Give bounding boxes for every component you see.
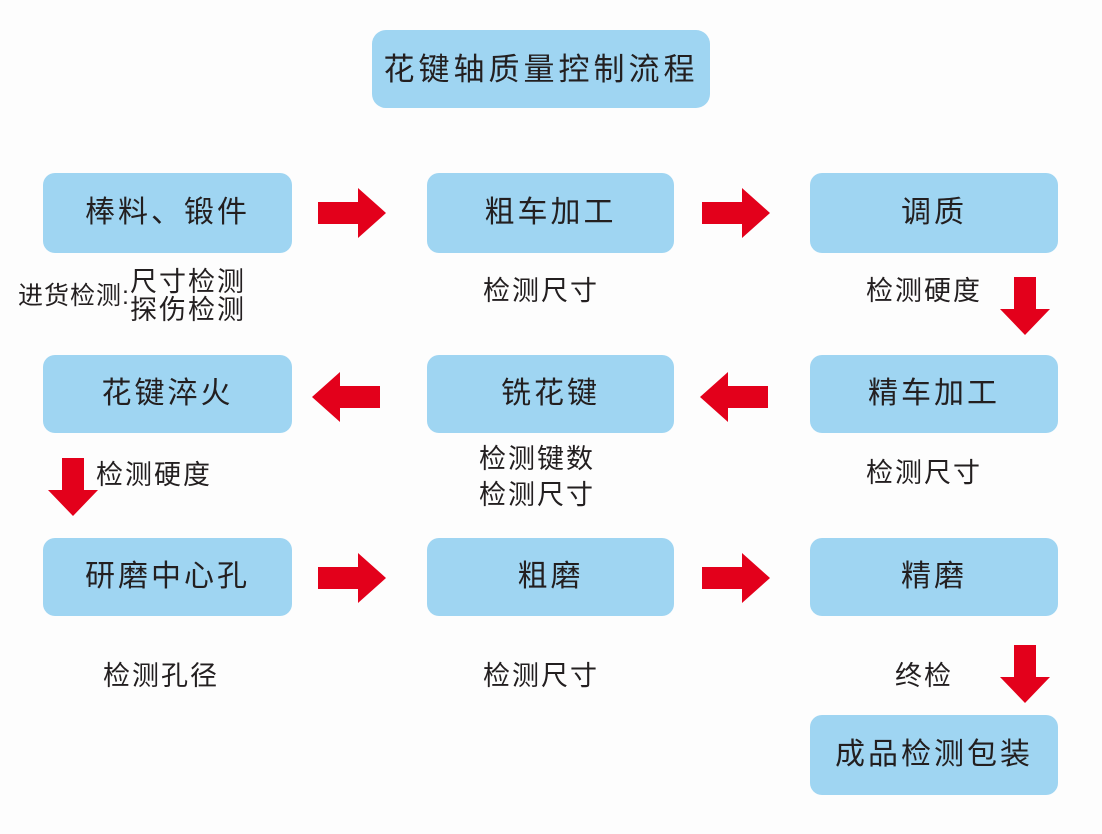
node-box-spline-quenching[interactable]: 花键淬火	[43, 355, 292, 433]
arrow-right-icon	[318, 188, 386, 238]
caption-rough-turning-check: 检测尺寸	[483, 276, 599, 306]
node-label-rough-grinding: 粗磨	[517, 560, 584, 593]
arrow-down-icon	[1000, 645, 1050, 703]
arrow-right-icon	[318, 553, 386, 603]
node-box-rough-grinding[interactable]: 粗磨	[427, 538, 674, 616]
node-label-finish-grinding: 精磨	[901, 560, 967, 593]
caption-hole-diameter-check: 检测孔径	[103, 661, 219, 691]
caption-spline-milling-check: 检测键数 检测尺寸	[479, 441, 595, 514]
caption-spline-hardness-check: 检测硬度	[96, 460, 212, 490]
arrow-left-icon	[312, 372, 380, 422]
caption-line: 检测键数	[479, 444, 595, 474]
node-label-raw-material: 棒料、锻件	[85, 196, 250, 229]
arrow-down-icon	[1000, 277, 1050, 335]
node-label-finish-turning: 精车加工	[868, 377, 1000, 410]
caption-incoming-inspection-items: 尺寸检测 探伤检测	[130, 268, 246, 324]
node-label-spline-milling: 铣花键	[501, 377, 600, 410]
caption-final-inspection: 终检	[895, 661, 953, 691]
arrow-right-icon	[702, 553, 770, 603]
caption-rough-grinding-check: 检测尺寸	[483, 661, 599, 691]
node-label-quenching-tempering: 调质	[901, 196, 967, 229]
node-box-finish-grinding[interactable]: 精磨	[810, 538, 1058, 616]
node-label-spline-quenching: 花键淬火	[101, 377, 234, 410]
caption-line: 检测尺寸	[479, 480, 595, 511]
caption-finish-turning-check: 检测尺寸	[866, 458, 982, 488]
arrow-left-icon	[700, 372, 768, 422]
node-box-raw-material[interactable]: 棒料、锻件	[43, 173, 292, 253]
node-box-quenching-tempering[interactable]: 调质	[810, 173, 1058, 253]
flowchart-title-label: 花键轴质量控制流程	[383, 51, 699, 87]
node-label-final-inspection-packaging: 成品检测包装	[835, 738, 1033, 771]
caption-incoming-inspection: 进货检测: 尺寸检测 探伤检测	[18, 268, 246, 324]
caption-line: 探伤检测	[129, 295, 246, 326]
node-label-rough-turning: 粗车加工	[484, 196, 617, 229]
node-box-rough-turning[interactable]: 粗车加工	[427, 173, 674, 253]
flowchart-title-box: 花键轴质量控制流程	[372, 30, 710, 108]
node-box-final-inspection-packaging[interactable]: 成品检测包装	[810, 715, 1058, 795]
caption-incoming-inspection-prefix: 进货检测:	[18, 281, 130, 310]
node-box-center-hole-grinding[interactable]: 研磨中心孔	[43, 538, 292, 616]
caption-line: 尺寸检测	[129, 267, 246, 297]
arrow-down-icon	[48, 458, 98, 516]
arrow-right-icon	[702, 188, 770, 238]
caption-quenching-hardness-check: 检测硬度	[866, 276, 982, 306]
node-label-center-hole-grinding: 研磨中心孔	[85, 560, 250, 593]
node-box-spline-milling[interactable]: 铣花键	[427, 355, 674, 433]
node-box-finish-turning[interactable]: 精车加工	[810, 355, 1058, 433]
